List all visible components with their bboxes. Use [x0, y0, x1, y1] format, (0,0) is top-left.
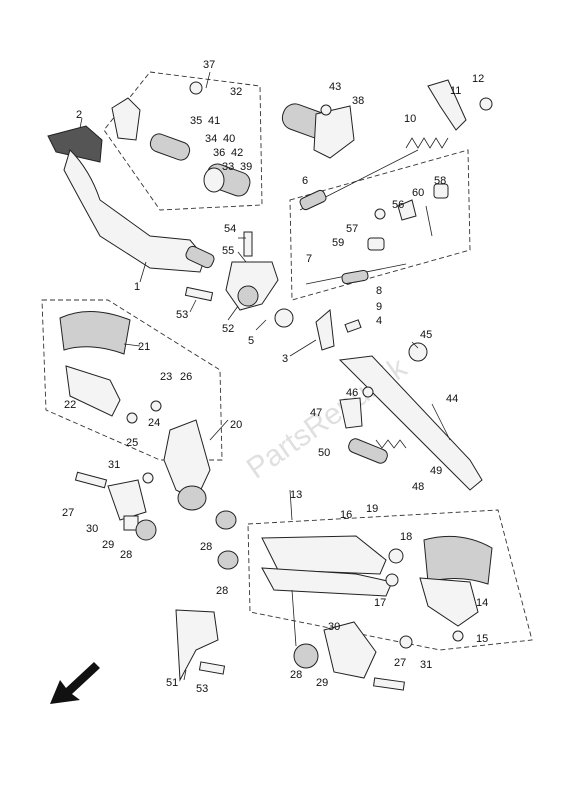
- callout-30b: 30: [328, 621, 340, 633]
- part-bushings: [215, 510, 239, 570]
- callout-8: 8: [376, 285, 382, 297]
- callout-37: 37: [203, 59, 215, 71]
- part-shift-arm: [315, 309, 362, 351]
- part-footrest-bracket-rear: [111, 81, 251, 197]
- callout-14: 14: [476, 597, 488, 609]
- callout-30: 30: [86, 523, 98, 535]
- callout-1: 1: [134, 281, 140, 293]
- callout-47: 47: [310, 407, 322, 419]
- group-box-rear-footrest: [103, 71, 263, 211]
- part-brake-arm: [427, 79, 493, 131]
- callout-53: 53: [176, 309, 188, 321]
- callout-10: 10: [404, 113, 416, 125]
- callout-28b: 28: [200, 541, 212, 553]
- callout-56: 56: [392, 199, 404, 211]
- callout-51: 51: [166, 677, 178, 689]
- callout-numbers: 37 32 35 41 34 40 36 42 33 39 2 1 43 38 …: [62, 59, 488, 695]
- leader-lines: [79, 71, 451, 681]
- part-pivot-bracket: [184, 231, 294, 328]
- callout-33: 33: [222, 161, 234, 173]
- callout-9: 9: [376, 301, 382, 313]
- callout-44: 44: [446, 393, 458, 405]
- front-arrow-icon: [50, 662, 100, 704]
- part-brake-spring: [405, 137, 449, 149]
- part-left-footrest: [59, 310, 162, 424]
- callout-27: 27: [62, 507, 74, 519]
- callout-43: 43: [329, 81, 341, 93]
- callout-42: 42: [231, 147, 243, 159]
- callout-58: 58: [434, 175, 446, 187]
- callout-6: 6: [302, 175, 308, 187]
- callout-2: 2: [76, 109, 82, 121]
- callout-4: 4: [376, 315, 382, 327]
- callout-35: 35: [190, 115, 202, 127]
- callout-18: 18: [400, 531, 412, 543]
- callout-29: 29: [102, 539, 114, 551]
- callout-24: 24: [148, 417, 160, 429]
- group-box-right-footrest: [247, 509, 533, 651]
- callout-32: 32: [230, 86, 242, 98]
- callout-13: 13: [290, 489, 302, 501]
- callout-31b: 31: [420, 659, 432, 671]
- part-passenger-footrest: [281, 103, 355, 159]
- watermark: PartsRepublik: [241, 351, 414, 486]
- callout-5: 5: [248, 335, 254, 347]
- callout-12: 12: [472, 73, 484, 85]
- callout-17: 17: [374, 597, 386, 609]
- callout-7: 7: [306, 253, 312, 265]
- callout-45: 45: [420, 329, 432, 341]
- callout-19: 19: [366, 503, 378, 515]
- callout-31: 31: [108, 459, 120, 471]
- callout-34: 34: [205, 133, 217, 145]
- part-shift-bracket: [163, 419, 211, 511]
- callout-22: 22: [64, 399, 76, 411]
- callout-16: 16: [340, 509, 352, 521]
- callout-57: 57: [346, 223, 358, 235]
- part-left-mount: [74, 471, 157, 541]
- callout-11: 11: [450, 85, 461, 97]
- callout-23: 23: [160, 371, 172, 383]
- part-shift-lever: [63, 149, 215, 273]
- part-sidestand: [338, 342, 483, 491]
- callout-59: 59: [332, 237, 344, 249]
- callout-27b: 27: [394, 657, 406, 669]
- callout-55: 55: [222, 245, 234, 257]
- callout-38: 38: [352, 95, 364, 107]
- callout-28: 28: [120, 549, 132, 561]
- callout-39: 39: [240, 161, 252, 173]
- group-box-brake-rod: [289, 149, 471, 301]
- callout-25: 25: [126, 437, 138, 449]
- callout-20: 20: [230, 419, 242, 431]
- callout-28c: 28: [216, 585, 228, 597]
- group-box-left-footrest: [41, 299, 223, 461]
- callout-54: 54: [224, 223, 236, 235]
- callout-21: 21: [138, 341, 150, 353]
- callout-48: 48: [412, 481, 424, 493]
- part-brake-rod: [299, 149, 419, 211]
- callout-40: 40: [223, 133, 235, 145]
- callout-15: 15: [476, 633, 488, 645]
- part-brake-rod-fittings: [367, 183, 449, 251]
- part-right-footrest: [261, 535, 493, 642]
- callout-52: 52: [222, 323, 234, 335]
- callout-46: 46: [346, 387, 358, 399]
- callout-36: 36: [213, 147, 225, 159]
- callout-50: 50: [318, 447, 330, 459]
- callout-41: 41: [208, 115, 220, 127]
- callout-53b: 53: [196, 683, 208, 695]
- callout-28d: 28: [290, 669, 302, 681]
- part-right-mount: [293, 621, 413, 691]
- callout-29b: 29: [316, 677, 328, 689]
- callout-49: 49: [430, 465, 442, 477]
- callout-3: 3: [282, 353, 288, 365]
- part-stand-bracket: [175, 609, 226, 682]
- part-shift-rod: [305, 263, 407, 285]
- callout-26: 26: [180, 371, 192, 383]
- callout-60: 60: [412, 187, 424, 199]
